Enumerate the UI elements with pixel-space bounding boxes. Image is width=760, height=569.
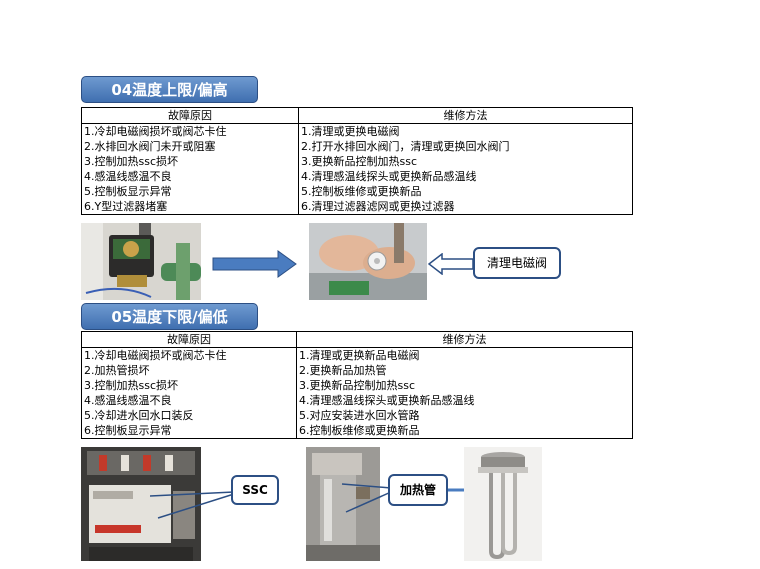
fix-cell: 1.清理或更换新品电磁阀 <box>296 347 633 363</box>
cause-cell: 4.感温线感温不良 <box>81 393 297 408</box>
cause-cell: 2.水排回水阀门未开或阻塞 <box>81 139 299 154</box>
fix-cell: 5.对应安装进水回水管路 <box>296 408 633 423</box>
section-title-04: 04温度上限/偏高 <box>81 76 258 103</box>
ssc-connector-lines <box>149 482 235 526</box>
cause-cell: 5.控制板显示异常 <box>81 184 299 199</box>
cause-cell: 3.控制加热ssc损坏 <box>81 154 299 169</box>
cause-cell: 6.Y型过滤器堵塞 <box>81 199 299 215</box>
cause-cell: 4.感温线感温不良 <box>81 169 299 184</box>
heater-connector-lines <box>340 480 392 518</box>
fix-cell: 2.打开水排回水阀门，清理或更换回水阀门 <box>298 139 633 154</box>
fix-cell: 6.清理过滤器滤网或更换过滤器 <box>298 199 633 215</box>
cause-cell: 1.冷却电磁阀损坏或阀芯卡住 <box>81 123 299 139</box>
table-header-row: 故障原因 维修方法 <box>81 107 633 124</box>
header-fix: 维修方法 <box>296 331 633 348</box>
fix-cell: 5.控制板维修或更换新品 <box>298 184 633 199</box>
header-cause: 故障原因 <box>81 107 299 124</box>
cause-cell: 3.控制加热ssc损坏 <box>81 378 297 393</box>
heater-element-photo <box>464 447 542 561</box>
ssc-relay-photo <box>81 447 201 561</box>
callout-clean-valve: 清理电磁阀 <box>473 247 561 279</box>
header-cause: 故障原因 <box>81 331 297 348</box>
header-fix: 维修方法 <box>298 107 633 124</box>
fix-cell: 2.更换新品加热管 <box>296 363 633 378</box>
cause-cell: 2.加热管损坏 <box>81 363 297 378</box>
cleaning-valve-photo <box>309 223 427 300</box>
right-arrow-icon <box>212 250 298 282</box>
fix-cell: 4.清理感温线探头或更换新品感温线 <box>298 169 633 184</box>
callout-ssc: SSC <box>231 475 279 505</box>
fix-cell: 4.清理感温线探头或更换新品感温线 <box>296 393 633 408</box>
fix-cell: 6.控制板维修或更换新品 <box>296 423 633 439</box>
section-title-05: 05温度下限/偏低 <box>81 303 258 330</box>
cause-cell: 1.冷却电磁阀损坏或阀芯卡住 <box>81 347 297 363</box>
fix-cell: 1.清理或更换电磁阀 <box>298 123 633 139</box>
solenoid-valve-photo <box>81 223 201 300</box>
callout-heater: 加热管 <box>388 474 448 506</box>
table-header-row: 故障原因 维修方法 <box>81 331 633 348</box>
fix-cell: 3.更换新品控制加热ssc <box>298 154 633 169</box>
cause-cell: 6.控制板显示异常 <box>81 423 297 439</box>
left-arrow-icon <box>427 252 474 279</box>
cause-cell: 5.冷却进水回水口装反 <box>81 408 297 423</box>
heater-installed-photo <box>306 447 380 561</box>
fix-cell: 3.更换新品控制加热ssc <box>296 378 633 393</box>
